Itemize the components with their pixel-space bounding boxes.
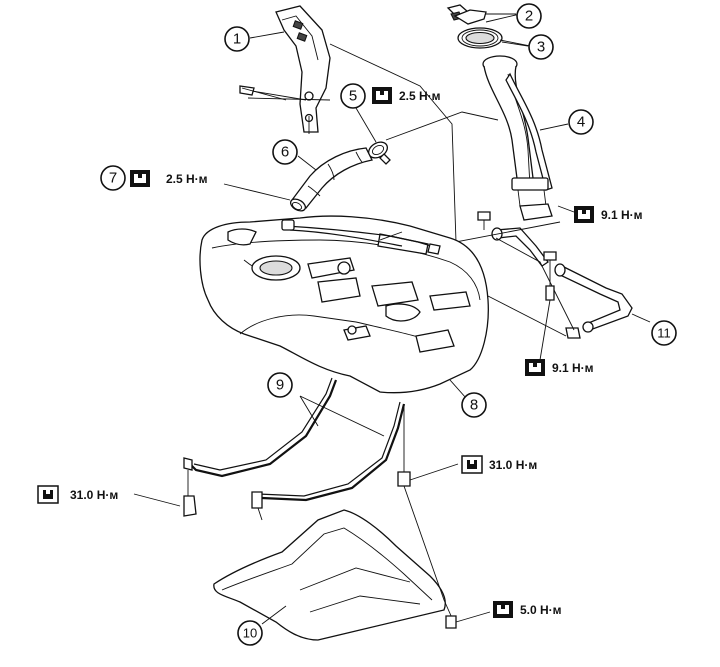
svg-text:10: 10 xyxy=(243,626,257,641)
callout-2: 2 xyxy=(486,3,542,29)
callout-5: 5 xyxy=(340,83,377,143)
bolt xyxy=(477,211,491,230)
callout-11: 11 xyxy=(651,320,677,346)
svg-text:2: 2 xyxy=(525,8,533,25)
tank-strap xyxy=(251,401,411,521)
callout-4: 4 xyxy=(539,109,594,135)
callout-9: 9 xyxy=(267,372,293,398)
torque-wrench-icon xyxy=(461,455,483,474)
torque-label-hose-clamp: 2.5 Н·м xyxy=(130,170,208,187)
torque-wrench-icon xyxy=(525,359,545,376)
filler-cap xyxy=(446,4,487,25)
hose-clamp xyxy=(368,141,391,165)
svg-text:5: 5 xyxy=(349,88,357,105)
svg-text:2.5 Н·м: 2.5 Н·м xyxy=(166,172,208,186)
bolt xyxy=(543,251,557,301)
filler-pipe xyxy=(482,55,553,267)
torque-label-insulator: 5.0 Н·м xyxy=(493,601,562,618)
svg-text:3: 3 xyxy=(537,39,545,56)
svg-text:9.1 Н·м: 9.1 Н·м xyxy=(552,361,594,375)
breather-tube xyxy=(554,263,633,339)
svg-text:31.0 Н·м: 31.0 Н·м xyxy=(70,488,118,502)
torque-label-filler-bolt: 9.1 Н·м xyxy=(574,206,643,223)
svg-text:2.5 Н·м: 2.5 Н·м xyxy=(399,89,441,103)
tank-strap xyxy=(183,377,338,517)
filler-bracket xyxy=(239,5,331,134)
callout-10: 10 xyxy=(237,605,287,646)
filler-hose xyxy=(289,147,373,212)
svg-text:4: 4 xyxy=(577,114,585,131)
svg-text:31.0 Н·м: 31.0 Н·м xyxy=(489,458,537,472)
svg-text:5.0 Н·м: 5.0 Н·м xyxy=(520,603,562,617)
callout-8: 8 xyxy=(461,392,487,418)
torque-wrench-icon xyxy=(574,206,594,223)
torque-label-tube-bolt: 9.1 Н·м xyxy=(525,359,594,376)
callout-6: 6 xyxy=(272,139,317,171)
torque-label-clamp: 2.5 Н·м xyxy=(372,87,441,104)
svg-text:6: 6 xyxy=(281,144,289,161)
torque-wrench-icon xyxy=(372,87,392,104)
torque-wrench-icon xyxy=(493,601,513,618)
svg-text:11: 11 xyxy=(657,326,671,341)
svg-text:8: 8 xyxy=(470,397,478,414)
svg-text:9.1 Н·м: 9.1 Н·м xyxy=(601,208,643,222)
filler-gasket xyxy=(457,27,503,49)
torque-label-strap-right: 31.0 Н·м xyxy=(461,455,537,474)
torque-wrench-icon xyxy=(130,170,150,187)
callout-1: 1 xyxy=(224,26,285,52)
svg-text:9: 9 xyxy=(276,377,284,394)
svg-text:7: 7 xyxy=(109,170,117,187)
fuel-tank xyxy=(199,215,489,394)
callout-3: 3 xyxy=(501,34,554,60)
svg-text:1: 1 xyxy=(233,31,241,48)
torque-label-strap-left: 31.0 Н·м xyxy=(37,485,118,504)
callout-7: 7 xyxy=(100,165,126,191)
torque-wrench-icon xyxy=(37,485,59,504)
